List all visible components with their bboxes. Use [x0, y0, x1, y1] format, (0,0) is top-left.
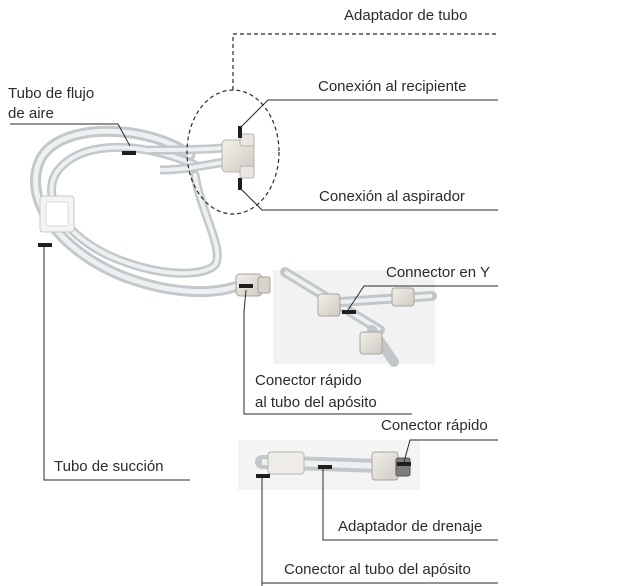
y-connector-image [273, 267, 437, 367]
label-conector-rapido: Conector rápido [381, 417, 488, 434]
label-conexion-recipiente: Conexión al recipiente [318, 78, 467, 95]
leader-connector-y [347, 285, 498, 311]
leader-conexion-aspirador [239, 187, 498, 211]
leader-rapido-tubo [243, 289, 412, 415]
leader-adaptador-drenaje [322, 468, 498, 541]
leader-tubo-succion [43, 246, 190, 481]
label-conector-rapido-tubo-line2: al tubo del apósito [255, 394, 377, 411]
label-connector-y: Connector en Y [386, 264, 490, 281]
marker-conector-rapido [397, 462, 411, 466]
label-conector-rapido-tubo-line1: Conector rápido [255, 372, 362, 389]
label-tubo-flujo-line1: Tubo de flujo [8, 85, 95, 102]
marker-recipiente [238, 126, 242, 138]
marker-tubo-flujo [122, 151, 136, 155]
label-adaptador-tubo: Adaptador de tubo [344, 7, 468, 24]
label-conexion-aspirador: Conexión al aspirador [319, 188, 465, 205]
marker-drenaje [318, 465, 332, 469]
leader-tubo-flujo [10, 123, 131, 147]
leader-conector-rapido [403, 439, 498, 463]
marker-connector-y [342, 310, 356, 314]
marker-tubo-succion [38, 243, 52, 247]
marker-rapido-tubo [239, 284, 253, 288]
label-tubo-flujo-line2: de aire [8, 105, 54, 122]
label-tubo-succion: Tubo de succión [54, 458, 164, 475]
label-adaptador-drenaje: Adaptador de drenaje [338, 518, 483, 535]
label-conector-aposito: Conector al tubo del apósito [284, 561, 471, 578]
marker-aspirador [238, 178, 242, 190]
tubing-set-image [30, 125, 271, 298]
marker-aposito [256, 474, 270, 478]
adaptor-dashed-leader [232, 33, 498, 90]
leader-conexion-recipiente [239, 99, 498, 129]
